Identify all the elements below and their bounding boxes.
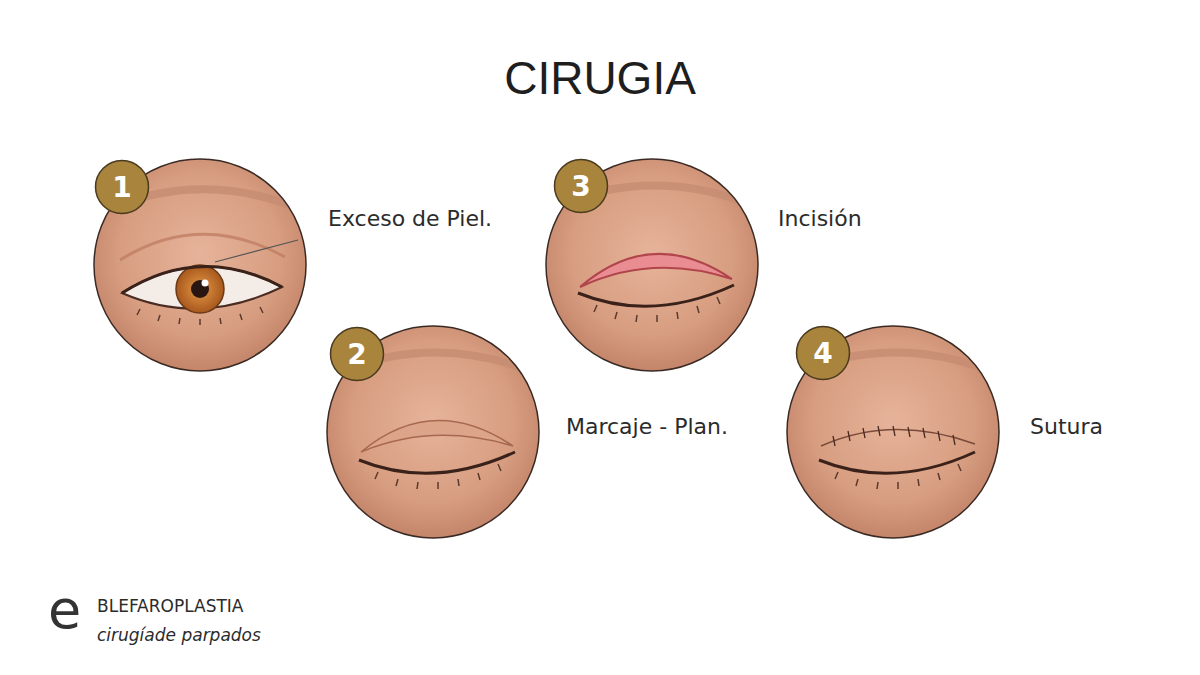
suture-eye (787, 326, 999, 538)
step-badge: 4 (795, 325, 851, 381)
marking-eye (327, 326, 539, 538)
step-label: Sutura (1030, 414, 1103, 439)
step-badge: 3 (553, 158, 609, 214)
logo-mark: e (48, 583, 81, 637)
open-eye (94, 159, 306, 371)
step-badge: 2 (329, 326, 385, 382)
brand-name: BLEFAROPLASTIA (97, 597, 243, 617)
leader-line (215, 240, 298, 262)
incision-eye (546, 159, 758, 371)
callout-number: 2 (329, 326, 385, 382)
step-label: Marcaje - Plan. (566, 414, 728, 439)
step-label: Exceso de Piel. (328, 206, 492, 231)
callout-number: 1 (94, 159, 150, 215)
brand-subtitle: cirugíade parpados (97, 626, 261, 646)
callout-number: 4 (795, 325, 851, 381)
step-label: Incisión (778, 206, 862, 231)
callout-number: 3 (553, 158, 609, 214)
step-badge: 1 (94, 159, 150, 215)
title: CIRUGIA (0, 52, 1200, 105)
